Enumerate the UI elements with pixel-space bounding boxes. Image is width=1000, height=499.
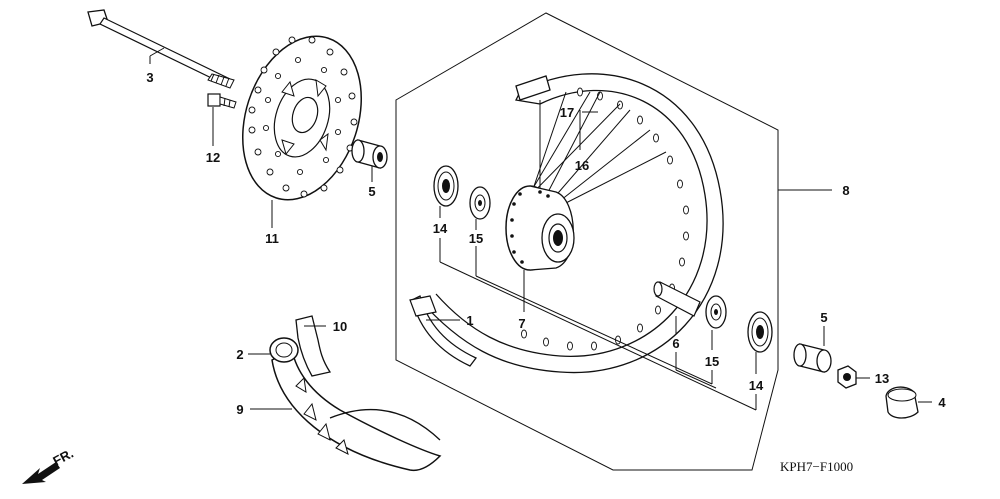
callout-15-left: 15 xyxy=(469,231,483,246)
bearing-right xyxy=(705,295,727,329)
callout-4: 4 xyxy=(938,395,946,410)
wheel-rim xyxy=(419,73,724,374)
brake-disc xyxy=(242,35,362,201)
axle-nut xyxy=(837,365,857,389)
bearing-left xyxy=(469,186,491,220)
callout-7: 7 xyxy=(518,316,525,331)
front-direction-arrow-icon xyxy=(22,462,60,484)
callout-5-right: 5 xyxy=(820,310,827,325)
callout-10: 10 xyxy=(333,319,347,334)
disc-bolt xyxy=(207,93,237,109)
axle-bolt xyxy=(87,9,235,89)
wheel-hub xyxy=(505,185,575,271)
callout-6: 6 xyxy=(672,336,679,351)
callout-17: 17 xyxy=(560,105,574,120)
rim-band xyxy=(409,295,478,367)
callout-8: 8 xyxy=(842,183,849,198)
leader-lines xyxy=(149,47,932,411)
dust-seal-right xyxy=(747,311,773,353)
drawing-code: KPH7−F1000 xyxy=(780,459,853,474)
callout-5-left: 5 xyxy=(368,184,375,199)
tyre xyxy=(271,348,442,472)
inner-tube xyxy=(269,337,299,363)
callout-11: 11 xyxy=(265,231,279,246)
assembly-boundary xyxy=(395,12,779,471)
callout-12: 12 xyxy=(206,150,220,165)
callout-14-right: 14 xyxy=(749,378,764,393)
side-collar-right xyxy=(793,343,832,373)
callout-15-right: 15 xyxy=(705,354,719,369)
distance-collar xyxy=(653,281,701,317)
rim-tape xyxy=(295,315,332,377)
callout-2: 2 xyxy=(236,347,243,362)
callout-1: 1 xyxy=(466,313,473,328)
callout-3: 3 xyxy=(146,70,153,85)
callout-13: 13 xyxy=(875,371,889,386)
side-collar-left xyxy=(351,139,388,169)
axle-cap xyxy=(885,386,919,419)
callout-14-left: 14 xyxy=(433,221,448,236)
dust-seal-left xyxy=(433,165,459,207)
callout-16: 16 xyxy=(575,158,589,173)
callout-9: 9 xyxy=(236,402,243,417)
